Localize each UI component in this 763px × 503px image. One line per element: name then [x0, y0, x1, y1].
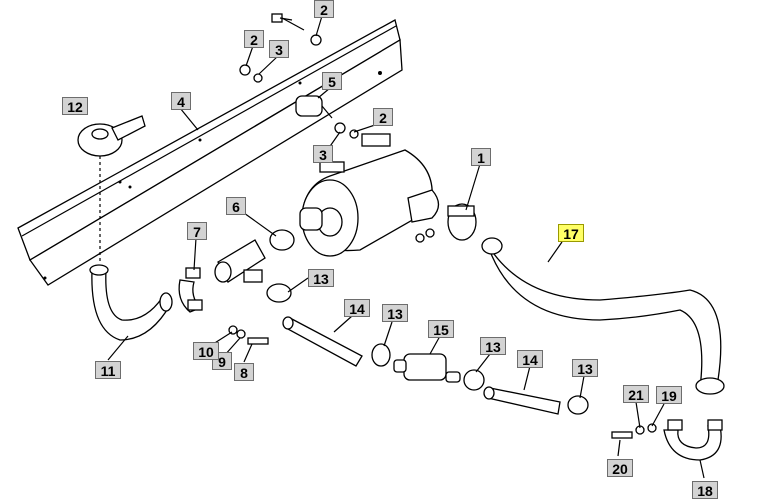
callout-10[interactable]: 10	[193, 342, 219, 360]
elbow-pipe	[89, 264, 173, 341]
callout-6[interactable]: 6	[226, 197, 246, 215]
callout-8[interactable]: 8	[234, 363, 254, 381]
exhaust-cap	[77, 115, 146, 262]
callout-3-top[interactable]: 3	[269, 40, 289, 58]
hardware-8-9-10	[228, 325, 269, 345]
callout-19[interactable]: 19	[656, 386, 682, 404]
leader-lines	[107, 15, 705, 479]
callout-5[interactable]: 5	[322, 72, 342, 90]
callout-3-mid[interactable]: 3	[313, 145, 333, 163]
callout-18[interactable]: 18	[692, 481, 718, 499]
callout-15[interactable]: 15	[428, 320, 454, 338]
callout-2-top[interactable]: 2	[314, 0, 334, 18]
callout-17-highlighted[interactable]: 17	[558, 224, 584, 242]
callout-2-left[interactable]: 2	[244, 30, 264, 48]
callout-11[interactable]: 11	[95, 361, 121, 379]
callout-13-a[interactable]: 13	[308, 269, 334, 287]
callout-13-b[interactable]: 13	[382, 304, 408, 322]
hose-17	[481, 237, 725, 395]
inline-filter	[393, 353, 461, 383]
tee-pipe	[214, 229, 295, 283]
callout-14-a[interactable]: 14	[344, 299, 370, 317]
clamp-18	[611, 419, 723, 461]
callout-14-b[interactable]: 14	[517, 350, 543, 368]
muffler	[299, 133, 440, 257]
callout-12[interactable]: 12	[62, 97, 88, 115]
callout-4[interactable]: 4	[171, 92, 191, 110]
clamp-muffler	[415, 203, 477, 243]
bolt-top	[239, 13, 322, 83]
callout-21[interactable]: 21	[623, 385, 649, 403]
isolator	[295, 95, 359, 139]
callout-13-c[interactable]: 13	[480, 337, 506, 355]
callout-7[interactable]: 7	[187, 222, 207, 240]
hose-clamps	[266, 283, 589, 415]
hoses-14	[282, 316, 561, 415]
callout-20[interactable]: 20	[607, 459, 633, 477]
callout-1[interactable]: 1	[471, 148, 491, 166]
callout-2-right[interactable]: 2	[373, 108, 393, 126]
callout-13-d[interactable]: 13	[572, 359, 598, 377]
clamp-7	[178, 267, 203, 313]
